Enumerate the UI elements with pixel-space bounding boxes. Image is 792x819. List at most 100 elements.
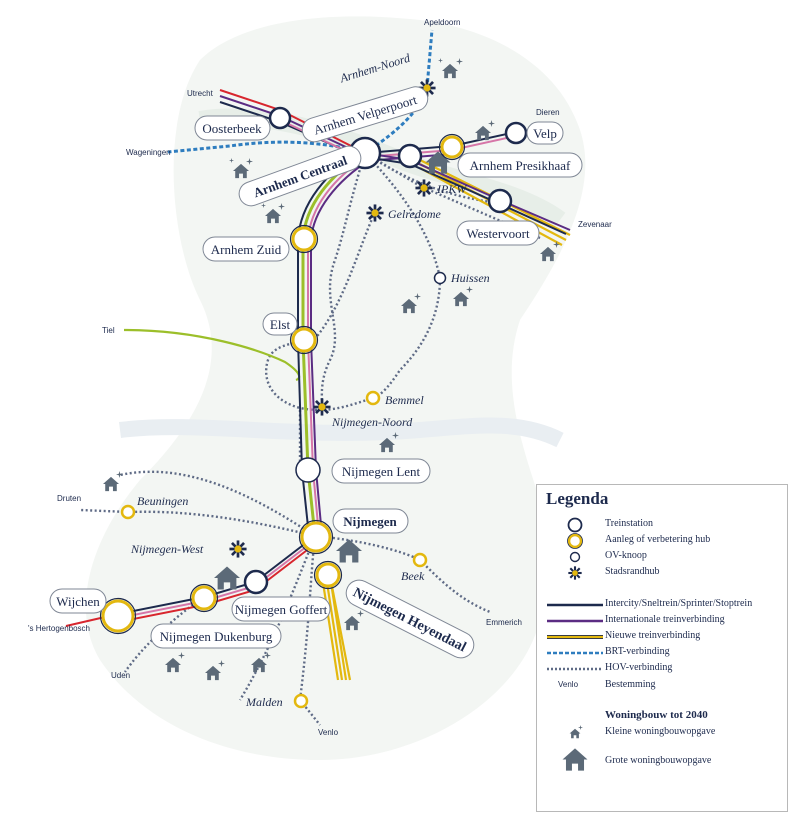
station-elst <box>291 327 317 353</box>
label-arnhem-zuid: Arnhem Zuid <box>211 242 282 257</box>
station-wijchen <box>101 599 135 633</box>
label-velp: Velp <box>533 126 557 141</box>
dest-zevenaar: Zevenaar <box>578 220 612 229</box>
label-westervoort: Westervoort <box>466 226 530 241</box>
station-heyendaal <box>315 562 341 588</box>
bestemming-example: Venlo <box>558 680 579 689</box>
stadsrandhub-icon <box>568 566 582 580</box>
label-goffert: Nijmegen Goffert <box>235 602 328 617</box>
legend-row-intercity: Intercity/Sneltrein/Sprinter/Stoptrein <box>537 597 787 613</box>
dest-druten: Druten <box>57 494 81 503</box>
legend-panel: Legenda Treinstation Aanleg of verbeteri… <box>536 484 788 812</box>
house-small-icon <box>569 725 583 739</box>
hov-line-icon <box>547 667 603 671</box>
woningbouw-title: Woningbouw tot 2040 <box>605 709 708 721</box>
hov-line <box>238 535 317 701</box>
hub-gelredome <box>366 204 384 222</box>
dest-tiel: Tiel <box>102 326 115 335</box>
legend-row-bestemming: Venlo Bestemming <box>537 678 787 694</box>
dest-wageningen: Wageningen <box>126 148 171 157</box>
label-beuningen: Beuningen <box>137 494 188 508</box>
label-nijmegen-lent: Nijmegen Lent <box>342 464 421 479</box>
legend-label: Kleine woningbouwopgave <box>605 726 716 737</box>
ov-knoop-icon <box>569 551 581 563</box>
station-goffert <box>243 569 269 595</box>
legend-row-hov: HOV-verbinding <box>537 661 787 677</box>
label-nijmegen: Nijmegen <box>343 514 397 529</box>
legend-label: Stadsrandhub <box>605 566 660 577</box>
legend-label: BRT-verbinding <box>605 646 670 657</box>
ov-knoop-malden <box>293 693 309 709</box>
legend-label: OV-knoop <box>605 550 647 561</box>
hov-line <box>364 151 541 240</box>
label-ipkw: IPKW <box>436 182 467 196</box>
legend-row-kleine: Kleine woningbouwopgave <box>537 725 787 741</box>
station-arnhem-zuid <box>291 226 317 252</box>
station-velp <box>504 121 528 145</box>
legend-label: Internationale treinverbinding <box>605 614 725 625</box>
label-malden: Malden <box>245 695 283 709</box>
dest-utrecht: Utrecht <box>187 89 214 98</box>
hub-nijmegen-west <box>229 540 247 558</box>
hub-circle-icon <box>567 533 583 549</box>
station-velperpoort <box>397 143 423 169</box>
legend-label: HOV-verbinding <box>605 662 673 673</box>
label-dukenburg: Nijmegen Dukenburg <box>160 629 273 644</box>
legend-row-ovknoop: OV-knoop <box>537 549 787 565</box>
dest-venlo: Venlo <box>318 728 339 737</box>
station-nijmegen <box>300 521 332 553</box>
label-gelredome: Gelredome <box>388 207 442 221</box>
international-line-icon <box>547 619 603 623</box>
label-elst: Elst <box>270 317 291 332</box>
dest-dieren: Dieren <box>536 108 560 117</box>
hub-ipkw <box>415 179 433 197</box>
hov-line <box>364 152 501 205</box>
label-oosterbeek: Oosterbeek <box>202 121 262 136</box>
destination-labels: Apeldoorn Utrecht Wageningen Dieren Zeve… <box>28 18 612 737</box>
legend-row-treinstation: Treinstation <box>537 517 787 533</box>
legend-label: Intercity/Sneltrein/Sprinter/Stoptrein <box>605 598 753 609</box>
brt-line-icon <box>547 651 603 655</box>
dest-hertogenbosch: 's Hertogenbosch <box>28 624 90 633</box>
intercity-line-icon <box>547 603 603 607</box>
label-nijmegen-west: Nijmegen-West <box>130 542 204 556</box>
station-nijmegen-lent <box>295 457 321 483</box>
label-huissen: Huissen <box>450 271 490 285</box>
legend-label: Grote woningbouwopgave <box>605 755 712 766</box>
stations <box>99 106 528 709</box>
dest-apeldoorn: Apeldoorn <box>424 18 460 27</box>
legend-row-stadsrandhub: Stadsrandhub <box>537 565 787 581</box>
legend-row-hub: Aanleg of verbetering hub <box>537 533 787 549</box>
station-oosterbeek <box>268 106 292 130</box>
hov-line <box>364 152 442 400</box>
label-nijmegen-noord: Nijmegen-Noord <box>331 415 413 429</box>
hov-line <box>320 152 367 407</box>
legend-row-brt: BRT-verbinding <box>537 645 787 661</box>
station-icon <box>567 517 583 533</box>
ov-knoop-beek <box>412 552 428 568</box>
legend-row-internationaal: Internationale treinverbinding <box>537 613 787 629</box>
dest-emmerich: Emmerich <box>486 618 522 627</box>
hov-line <box>119 470 316 538</box>
station-westervoort <box>487 188 513 214</box>
legend-row-nieuwe: Nieuwe treinverbinding <box>537 629 787 645</box>
label-beek: Beek <box>401 569 425 583</box>
ov-knoop-huissen <box>433 271 447 285</box>
ov-knoop-beuningen <box>120 504 136 520</box>
legend-label: Aanleg of verbetering hub <box>605 534 711 545</box>
legend-label: Treinstation <box>605 518 653 529</box>
station-dukenburg <box>191 585 217 611</box>
new-line-icon <box>547 635 603 639</box>
house-large-icon <box>562 748 588 771</box>
legend-label: Bestemming <box>605 679 656 690</box>
label-bemmel: Bemmel <box>385 393 424 407</box>
legend-row-grote: Grote woningbouwopgave <box>537 747 787 773</box>
station-presikhaaf <box>440 135 464 159</box>
legend-title: Legenda <box>546 489 609 508</box>
dest-uden: Uden <box>111 671 130 680</box>
hub-nijmegen-noord <box>313 398 331 416</box>
label-wijchen: Wijchen <box>56 594 100 609</box>
label-presikhaaf: Arnhem Presikhaaf <box>470 158 571 173</box>
